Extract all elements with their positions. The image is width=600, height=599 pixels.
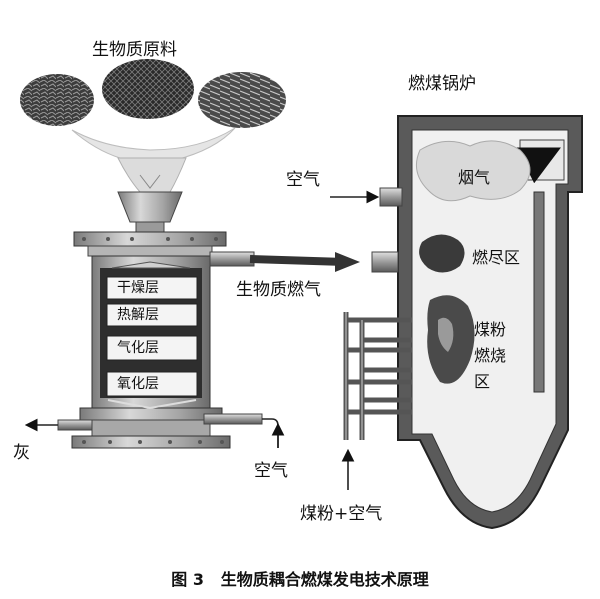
layer-drying <box>106 276 198 300</box>
air-top-label: 空气 <box>286 170 320 190</box>
air-bottom-label: 空气 <box>254 461 288 481</box>
coupling-diagram <box>20 59 583 530</box>
layer-label-gasification: 气化层 <box>117 340 159 356</box>
ash-label: 灰 <box>13 443 30 463</box>
layer-label-pyrolysis: 热解层 <box>117 307 159 323</box>
figure-caption: 图 3 生物质耦合燃煤发电技术原理 <box>0 566 600 590</box>
coal-zone-label-2: 燃烧 <box>474 346 507 365</box>
figure-number: 图 3 <box>171 570 204 589</box>
smoke-cloud <box>415 140 531 202</box>
layer-label-oxidation: 氧化层 <box>117 376 159 392</box>
figure-title: 生物质耦合燃煤发电技术原理 <box>220 570 429 589</box>
burnout-zone-label: 燃尽区 <box>472 248 521 267</box>
gas-pipe <box>209 251 360 272</box>
air-inlet-pipe <box>203 413 285 448</box>
burnout-flame <box>419 234 465 273</box>
ash-outlet <box>24 418 93 432</box>
flue-gas-label: 烟气 <box>458 168 491 187</box>
straw-sample <box>102 59 194 119</box>
furnace-cavity <box>411 129 569 513</box>
gas-burner-port <box>371 251 399 273</box>
coal-air-label: 煤粉+空气 <box>300 504 383 524</box>
feed-hopper <box>117 191 183 233</box>
feed-cloud <box>71 127 236 193</box>
gasifier <box>71 231 231 449</box>
log-sample <box>198 72 286 128</box>
top-flange <box>73 231 227 247</box>
feedstock-title: 生物质原料 <box>92 40 177 60</box>
boiler-title: 燃煤锅炉 <box>408 74 476 94</box>
biomass-gas-label: 生物质燃气 <box>236 280 321 300</box>
layer-oxidation <box>106 371 198 397</box>
feedstock-samples <box>20 59 286 128</box>
layer-pyrolysis <box>106 303 198 327</box>
coal-zone-label-1: 煤粉 <box>474 320 507 339</box>
layer-gasification <box>106 335 198 361</box>
coal-boiler <box>371 115 583 530</box>
wood-chip-sample <box>20 74 94 126</box>
flue-gas-arrow <box>516 147 561 184</box>
coal-zone-label-3: 区 <box>474 372 491 391</box>
upper-air-port <box>379 187 403 207</box>
bottom-flange <box>79 407 223 421</box>
layer-label-drying: 干燥层 <box>117 280 159 296</box>
